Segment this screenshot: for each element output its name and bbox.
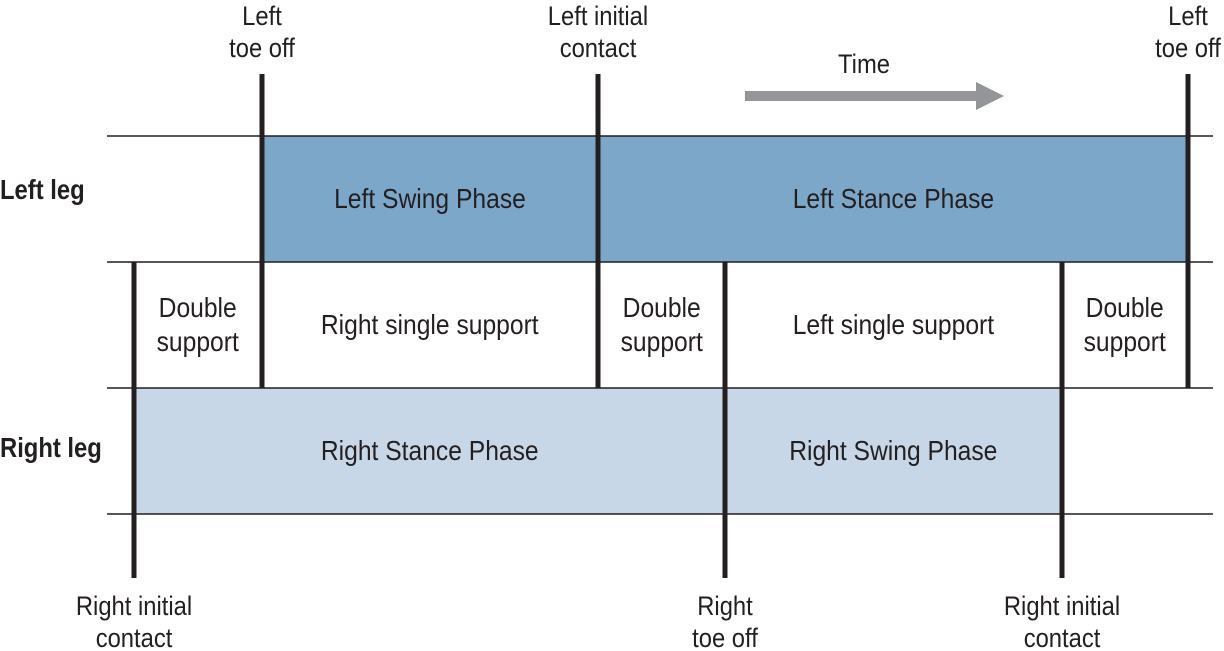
double-support-2: Double support [598, 262, 725, 388]
left-swing-phase: Left Swing Phase [262, 136, 598, 262]
event-label-left-toe-off-2: Left toe off [1155, 1, 1221, 63]
right-swing-phase-text: Right Swing Phase [789, 435, 998, 466]
time-arrow-icon [745, 82, 1004, 110]
event-label-left-toe-off-1: Left toe off [229, 1, 295, 63]
right-stance-phase-text: Right Stance Phase [320, 435, 539, 466]
left-leg-phase-bar [262, 136, 1188, 262]
event-label-right-initial-contact-2: Right initial contact [1003, 591, 1121, 651]
event-label-left-initial-contact: Left initial contact [547, 1, 649, 63]
left-single-support: Left single support [725, 262, 1062, 388]
left-stance-phase: Left Stance Phase [598, 136, 1188, 262]
right-stance-phase: Right Stance Phase [134, 388, 725, 514]
double-support-1-text: Double support [156, 292, 240, 357]
left-swing-phase-text: Left Swing Phase [334, 183, 526, 214]
left-single-support-text: Left single support [792, 309, 995, 340]
left-stance-phase-text: Left Stance Phase [792, 183, 994, 214]
double-support-1: Double support [134, 262, 262, 388]
double-support-2-text: Double support [620, 292, 703, 357]
event-label-right-initial-contact-1: Right initial contact [75, 591, 193, 651]
double-support-3: Double support [1062, 262, 1188, 388]
right-swing-phase: Right Swing Phase [725, 388, 1062, 514]
right-single-support: Right single support [262, 262, 598, 388]
right-leg-phase-bar [134, 388, 1062, 514]
time-label: Time [838, 49, 890, 79]
double-support-3-text: Double support [1083, 292, 1167, 357]
right-single-support-text: Right single support [321, 309, 539, 340]
row-label-right-leg: Right leg [0, 432, 102, 463]
row-label-left-leg: Left leg [0, 174, 85, 205]
event-label-right-toe-off: Right toe off [692, 591, 758, 651]
